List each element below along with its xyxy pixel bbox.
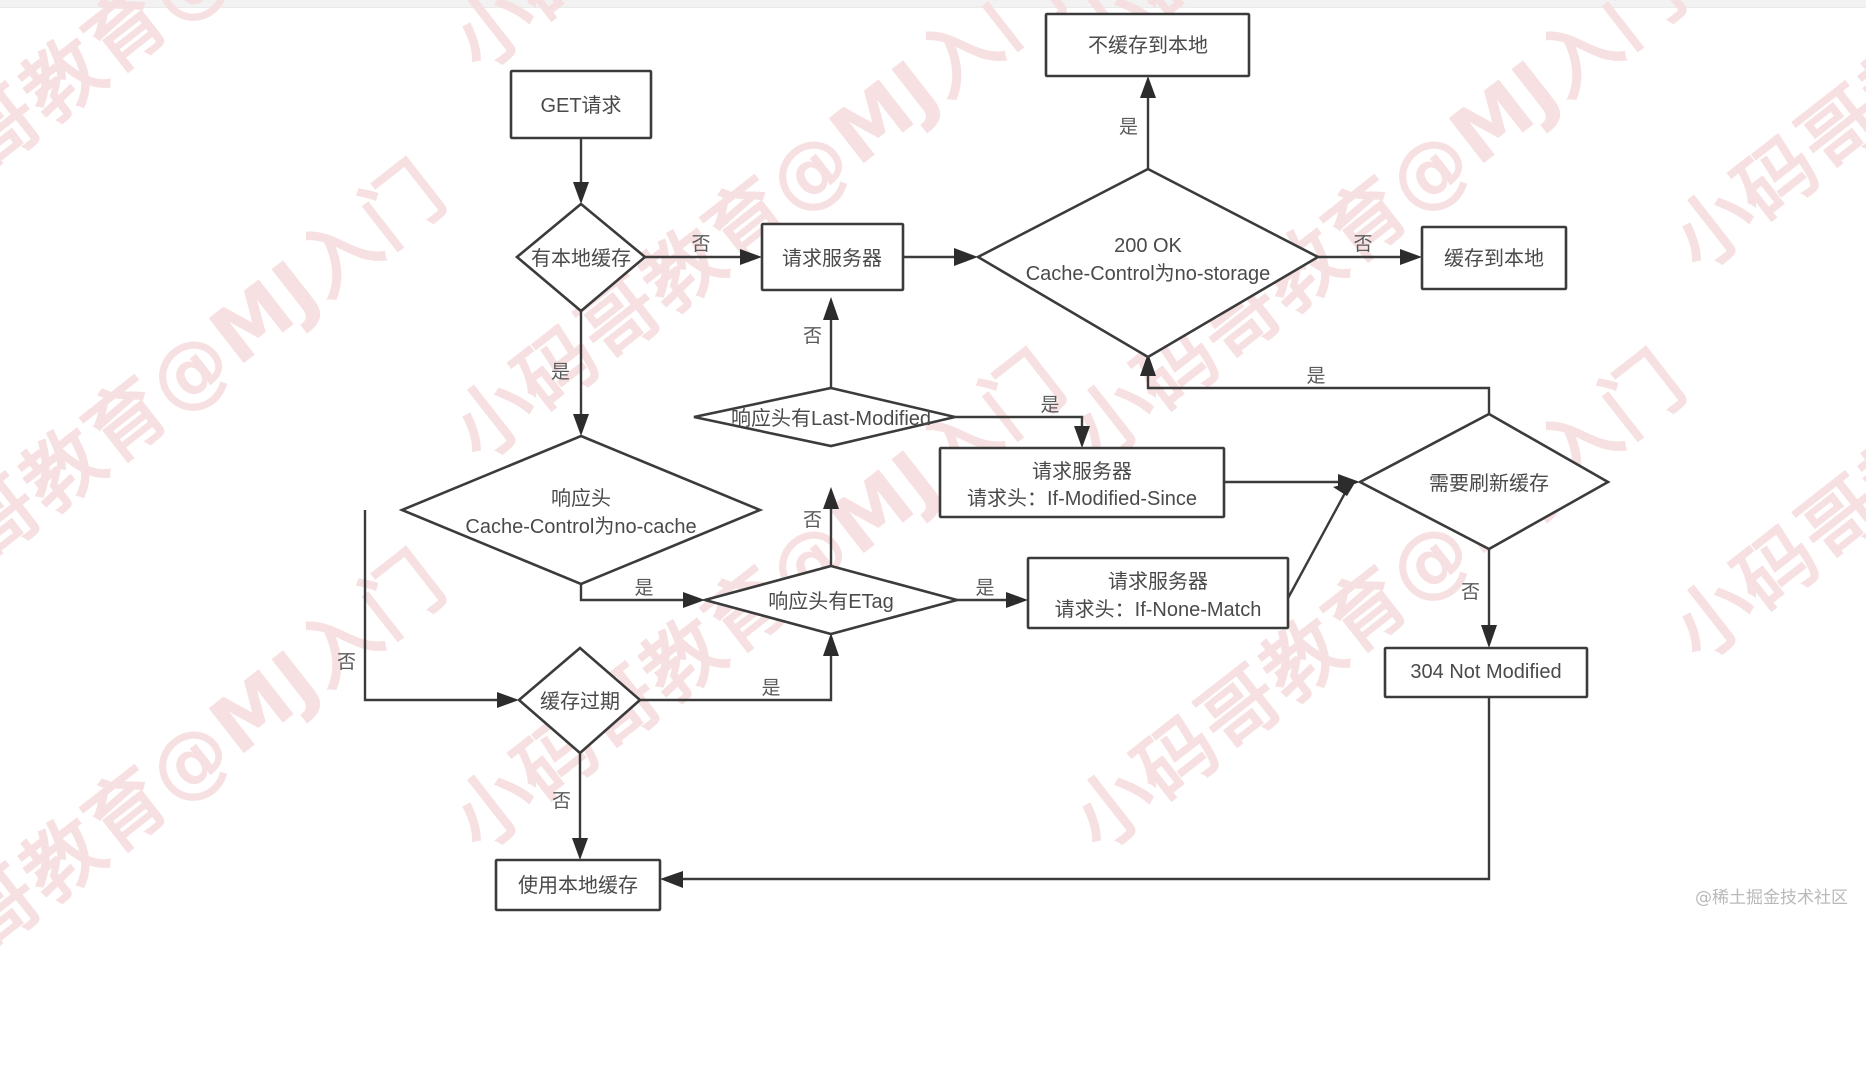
node-label: 请求服务器 [1032,460,1132,483]
edge-label: 是 [761,678,780,699]
edge-ifnonematch-to-needrefresh [1285,481,1356,601]
edge-label: 否 [1461,582,1480,603]
node-get-request[interactable]: GET请求 [509,69,653,140]
node-label: 需要刷新缓存 [1429,472,1549,495]
node-if-none-match[interactable]: 请求服务器 请求头：If-None-Match [1026,556,1290,630]
edge-hascache-yes-to-nocachehdr: 是 [551,311,589,436]
edge-label: 否 [803,510,822,531]
node-has-local-cache[interactable]: 有本地缓存 [514,202,648,313]
edge-nostorage-no-to-cachelocal: 否 [1318,234,1422,265]
connectors: 否 是 是 否 否 [337,76,1497,888]
node-if-modified-since[interactable]: 请求服务器 请求头：If-Modified-Since [938,446,1226,519]
flowchart-canvas: 否 是 是 否 否 [337,12,1611,912]
edge-label: 是 [551,362,570,383]
node-label-line2: Cache-Control为no-storage [1026,262,1271,285]
edge-expired-yes-to-etag: 是 [640,633,839,702]
edge-needrefresh-yes-to-nostorage: 是 [1140,353,1491,414]
node-label: 响应头有Last-Modified [731,407,931,430]
edge-lastmod-no-to-reqserver: 否 [803,297,839,388]
node-has-etag[interactable]: 响应头有ETag [700,564,962,636]
node-label: 响应头 [551,487,611,510]
node-label: 缓存过期 [540,690,620,713]
node-do-not-cache-local[interactable]: 不缓存到本地 [1044,12,1251,78]
edge-label: 否 [337,652,356,673]
edge-label: 否 [552,791,571,812]
node-label: 缓存到本地 [1444,247,1544,270]
node-label: 200 OK [1114,235,1182,257]
node-need-refresh-cache[interactable]: 需要刷新缓存 [1357,412,1611,551]
edge-label: 是 [1040,395,1059,416]
edge-label: 否 [691,234,710,255]
edge-label: 是 [1119,117,1138,138]
node-cache-to-local[interactable]: 缓存到本地 [1420,225,1568,291]
node-has-last-modified[interactable]: 响应头有Last-Modified [693,386,956,448]
node-label-line2: 请求头：If-Modified-Since [967,487,1197,510]
node-label: 不缓存到本地 [1088,34,1208,57]
edge-label: 否 [803,326,822,347]
edge-label: 是 [975,578,994,599]
node-304-not-modified[interactable]: 304 Not Modified [1383,646,1589,699]
edge-label: 是 [1306,366,1325,387]
edge-etag-no-to-lastmod: 否 [803,487,839,566]
edge-label: 是 [634,578,653,599]
top-gray-bar [0,0,1866,8]
node-label: 304 Not Modified [1410,661,1561,683]
edge-etag-yes-to-ifnonematch: 是 [957,578,1028,608]
edge-reqserver-to-nostorage [903,248,978,266]
node-200-ok-no-storage[interactable]: 200 OK Cache-Control为no-storage [975,167,1321,359]
node-label: 有本地缓存 [531,247,631,270]
node-label: 请求服务器 [782,247,882,270]
edge-nocachehdr-yes-to-etag: 是 [579,578,705,608]
node-label-line2: 请求头：If-None-Match [1055,598,1262,621]
node-cache-control-no-cache[interactable]: 响应头 Cache-Control为no-cache [398,434,764,586]
edge-hascache-no-to-reqserver: 否 [645,234,762,265]
edge-nostorage-yes-to-nocachelocal: 是 [1119,76,1156,183]
node-cache-expired[interactable]: 缓存过期 [517,646,642,755]
edge-notmodified-to-uselocal [660,697,1491,888]
edge-get-to-hascache [573,138,589,204]
edge-label: 否 [1353,234,1372,255]
node-label: 响应头有ETag [768,590,894,613]
edge-nocachehdr-no-to-expired: 否 [337,510,519,708]
credit-watermark: @稀土掘金技术社区 [1695,888,1848,908]
node-use-local-cache[interactable]: 使用本地缓存 [494,858,662,912]
node-label: GET请求 [540,94,621,117]
edge-lastmod-yes-to-ifmodsince: 是 [955,395,1090,448]
node-request-server[interactable]: 请求服务器 [760,222,905,292]
edge-needrefresh-no-to-notmodified: 否 [1461,549,1497,648]
node-label: 请求服务器 [1108,570,1208,593]
node-label-line2: Cache-Control为no-cache [465,515,696,538]
node-label: 使用本地缓存 [518,874,638,897]
edge-expired-no-to-uselocal: 否 [552,753,588,860]
